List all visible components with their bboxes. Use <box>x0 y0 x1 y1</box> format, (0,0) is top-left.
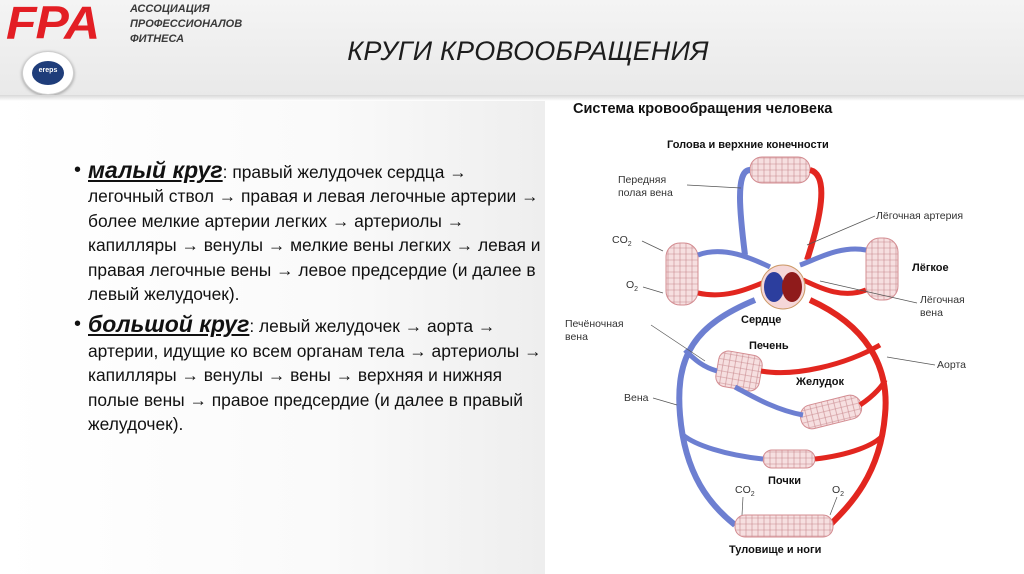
label-co2-bottom: CO2 <box>735 484 755 498</box>
kidney-capillaries <box>762 449 816 469</box>
trunk-legs-capillaries <box>734 514 834 538</box>
right-lung-capillaries <box>865 237 899 301</box>
renal-artery <box>814 433 885 462</box>
label-heart: Сердце <box>741 314 781 326</box>
association-line: ПРОФЕССИОНАЛОВ <box>130 18 243 30</box>
leader-hepatic-vein <box>650 324 706 362</box>
label-pulmonary-vein-1: Лёгочная <box>920 294 965 306</box>
ereps-badge: ereps <box>22 51 74 95</box>
header-bar: FPA АССОЦИАЦИЯ ПРОФЕССИОНАЛОВ ФИТНЕСА er… <box>0 0 1024 95</box>
liver-capillaries <box>715 350 763 392</box>
header-divider <box>0 95 1024 101</box>
label-hepatic-vein-1: Печёночная <box>565 318 624 330</box>
label-stomach: Желудок <box>795 376 844 388</box>
term-big-circle: большой круг <box>88 311 250 338</box>
diagram-title: Система кровообращения человека <box>573 101 833 117</box>
leader-vein <box>652 397 678 406</box>
bullet-dot: • <box>74 159 82 181</box>
co2-bottom-text: CO <box>735 484 751 496</box>
superior-vena-cava <box>737 167 751 256</box>
o2-left-text: O <box>626 279 634 291</box>
label-vena-cava-1: Передняя <box>618 174 666 186</box>
right-ventricle <box>764 272 784 302</box>
o2-left-sub: 2 <box>634 286 638 293</box>
o2-bottom-sub: 2 <box>840 491 844 498</box>
circulatory-system-diagram: Система кровообращения человека Голова и… <box>565 101 966 556</box>
label-liver: Печень <box>749 340 789 352</box>
label-trunk-legs: Туловище и ноги <box>729 544 821 556</box>
label-o2-bottom: O2 <box>832 484 844 498</box>
pulmonary-vein-right <box>802 277 867 296</box>
text-panel-background <box>0 101 545 574</box>
leader-co2-left <box>641 240 664 252</box>
pulmonary-artery-right <box>799 246 867 268</box>
label-pulmonary-artery: Лёгочная артерия <box>876 210 963 222</box>
co2-left-text: CO <box>612 234 628 246</box>
o2-bottom-text: O <box>832 484 840 496</box>
bullet-text: : левый желудочек → аорта → артерии, иду… <box>88 316 542 435</box>
bullet-pulmonary-circulation: • малый круг: правый желудочек сердца → … <box>74 158 544 306</box>
label-aorta: Аорта <box>937 359 966 371</box>
leader-o2-bottom <box>829 496 838 516</box>
association-line: АССОЦИАЦИЯ <box>130 3 210 15</box>
leader-vena-cava <box>686 184 742 189</box>
leader-aorta <box>886 356 936 366</box>
slide-title: КРУГИ КРОВООБРАЩЕНИЯ <box>347 36 709 66</box>
leader-o2-left <box>642 286 664 294</box>
artery-to-head <box>804 167 825 261</box>
left-lung-capillaries <box>665 242 699 306</box>
hepatic-artery <box>760 342 882 376</box>
bullet-systemic-circulation: • большой круг: левый желудочек → аорта … <box>74 312 544 436</box>
gastric-artery <box>858 378 888 408</box>
term-small-circle: малый круг <box>88 157 223 183</box>
bullet-text: : правый желудочек сердца → легочный ств… <box>88 162 541 305</box>
association-name: АССОЦИАЦИЯ ПРОФЕССИОНАЛОВ ФИТНЕСА <box>130 2 290 47</box>
descending-aorta <box>808 297 889 528</box>
co2-left-sub: 2 <box>628 241 632 248</box>
co2-bottom-sub: 2 <box>751 491 755 498</box>
bullet-list: • малый круг: правый желудочек сердца → … <box>74 158 544 442</box>
left-ventricle <box>782 272 802 302</box>
renal-vein <box>681 433 764 462</box>
association-line: ФИТНЕСА <box>130 33 185 45</box>
label-vena-cava-2: полая вена <box>618 187 673 199</box>
label-head-limbs: Голова и верхние конечности <box>667 139 829 151</box>
leader-co2-bottom <box>741 496 744 516</box>
bullet-dot: • <box>74 313 82 336</box>
label-pulmonary-vein-2: вена <box>920 307 943 319</box>
ereps-logo-icon: ereps <box>32 61 64 85</box>
ereps-label: ereps <box>38 67 58 74</box>
stomach-capillaries <box>799 394 863 430</box>
portal-vein <box>733 384 804 418</box>
leader-pulmonary-vein <box>819 280 918 304</box>
hepatic-vein <box>683 348 718 374</box>
leader-pulmonary-artery <box>806 215 876 246</box>
inferior-vena-cava <box>676 297 757 528</box>
label-co2-left: CO2 <box>612 234 632 248</box>
label-vein: Вена <box>624 392 649 404</box>
head-capillary-bed <box>749 156 811 184</box>
pulmonary-artery-left <box>697 249 772 270</box>
pulmonary-vein-left <box>697 277 771 298</box>
label-hepatic-vein-2: вена <box>565 331 588 343</box>
label-lung: Лёгкое <box>912 262 949 274</box>
label-kidneys: Почки <box>768 475 801 487</box>
label-o2-left: O2 <box>626 279 638 293</box>
fpa-logo: FPA <box>6 0 100 49</box>
